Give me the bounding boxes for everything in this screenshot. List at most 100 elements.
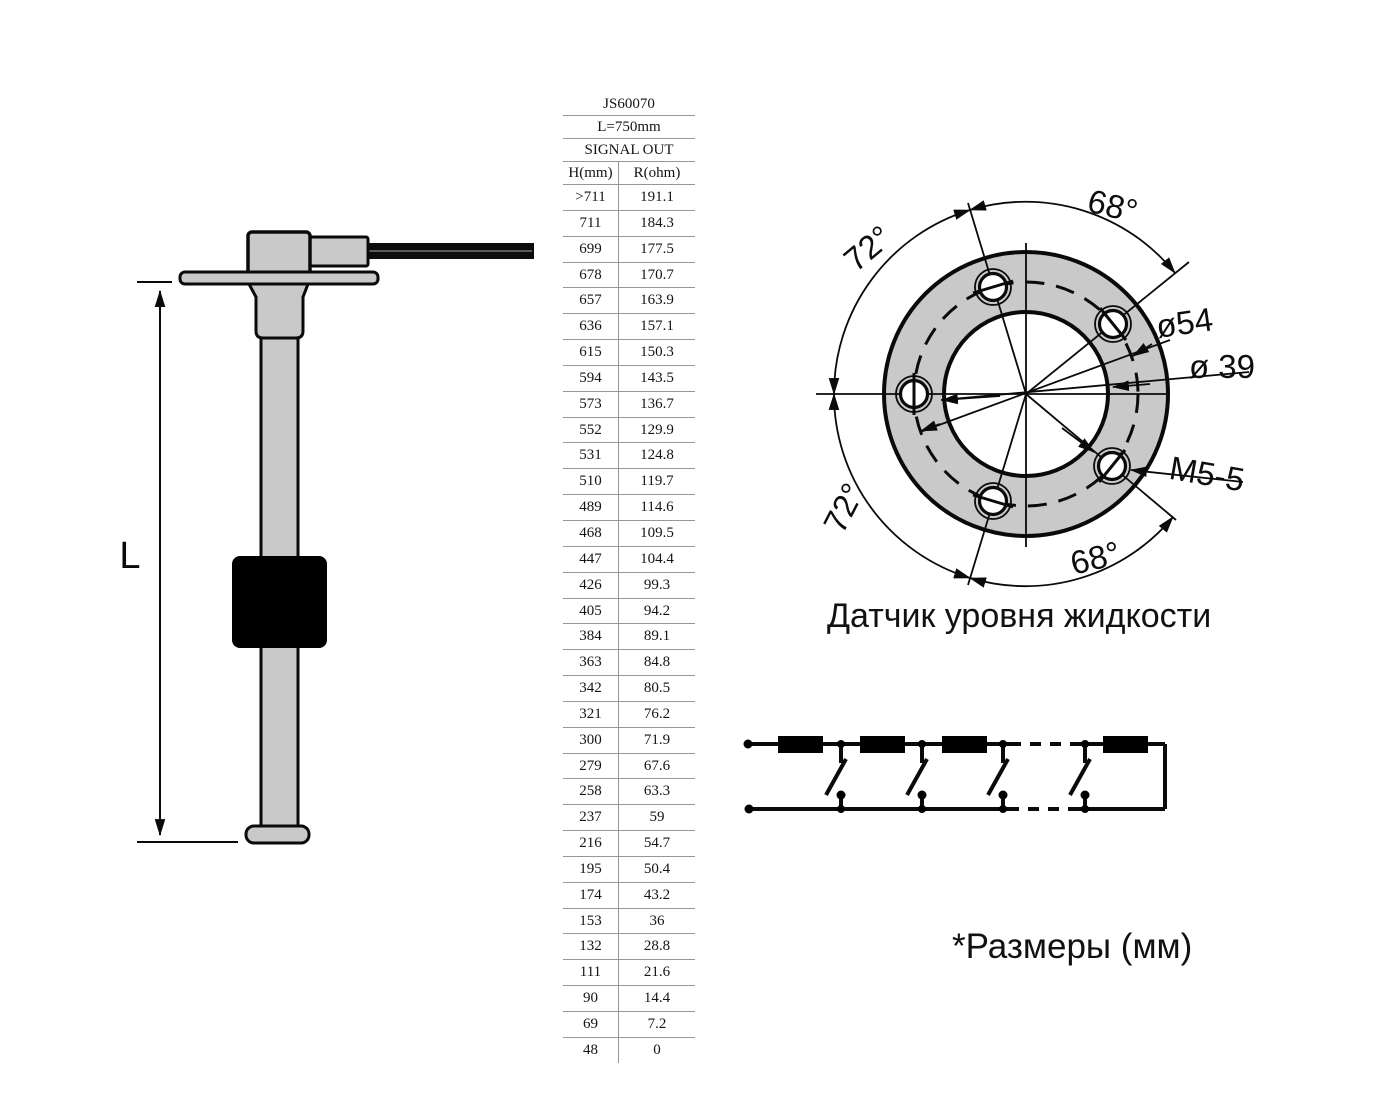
cell-h: 300 [563, 727, 619, 753]
connector [308, 235, 370, 268]
cell-h: 531 [563, 443, 619, 469]
units-note: *Размеры (мм) [952, 927, 1193, 966]
cell-h: 594 [563, 365, 619, 391]
cell-h: 237 [563, 805, 619, 831]
cell-r: 119.7 [640, 473, 674, 490]
cell-h: 510 [563, 469, 619, 495]
cell-h: 48 [563, 1037, 619, 1063]
cell-h: 711 [563, 210, 619, 236]
reed-switch [824, 740, 848, 813]
cell-r: 99.3 [643, 576, 671, 593]
cell-r: 143.5 [640, 369, 674, 386]
bottom-cap [244, 824, 311, 845]
cell-r: 163.9 [640, 292, 674, 309]
bolt-hole [1094, 305, 1132, 343]
cell-r: 54.7 [643, 835, 671, 852]
cell-r: 80.5 [643, 680, 671, 697]
table-row: 195 50.4 [563, 856, 695, 883]
cell-r: 177.5 [640, 240, 674, 257]
cell-r: 124.8 [640, 447, 674, 464]
dimension-l [137, 281, 238, 843]
cell-r: 104.4 [640, 550, 674, 567]
cell-h: 552 [563, 417, 619, 443]
terminal-dot [743, 739, 753, 749]
resistor [1103, 736, 1148, 753]
cell-h: 426 [563, 572, 619, 598]
cell-r: 43.2 [643, 886, 671, 903]
table-row: 426 99.3 [563, 572, 695, 599]
dimension-l-label: L [119, 535, 140, 577]
cell-h: 90 [563, 986, 619, 1011]
cell-r: 170.7 [640, 266, 674, 283]
cell-r: 191.1 [640, 189, 674, 205]
cell-h: 636 [563, 314, 619, 340]
angle-label-top-left: 72° [837, 218, 899, 278]
cell-h: 153 [563, 908, 619, 934]
resistor [778, 736, 823, 753]
table-row: 711 184.3 [563, 210, 695, 237]
cell-r: 136.7 [640, 395, 674, 412]
dia-label-bolt-circle: ø54 [1154, 300, 1215, 345]
table-signal: SIGNAL OUT [563, 139, 695, 162]
reed-switch [986, 740, 1010, 813]
table-row: 552 129.9 [563, 417, 695, 444]
cell-r: 89.1 [643, 628, 671, 645]
table-row: 237 59 [563, 805, 695, 832]
cell-r: 109.5 [640, 524, 674, 541]
cell-h: 573 [563, 391, 619, 417]
bolt-holes [895, 268, 1132, 520]
float [232, 556, 327, 648]
table-row: 573 136.7 [563, 391, 695, 418]
cell-h: 489 [563, 495, 619, 520]
table-column-headers: H(mm) R(ohm) [563, 162, 695, 185]
flange-plate [178, 270, 380, 286]
cell-h: 699 [563, 236, 619, 262]
cell-h: 195 [563, 856, 619, 882]
dimension-arcs [828, 200, 1176, 588]
resistors [778, 736, 1148, 753]
cell-r: 59 [649, 809, 665, 826]
column-header-h: H(mm) [563, 162, 619, 184]
cell-r: 76.2 [643, 705, 671, 722]
cell-h: 69 [563, 1012, 619, 1037]
product-title: Датчик уровня жидкости [827, 597, 1212, 635]
cell-r: 63.3 [643, 783, 671, 800]
table-row: 468 109.5 [563, 520, 695, 547]
table-length: L=750mm [563, 116, 695, 139]
bolt-hole [1093, 447, 1131, 485]
reed-switch [1068, 740, 1092, 813]
neck [246, 282, 311, 340]
cell-h: 363 [563, 650, 619, 676]
cell-r: 129.9 [640, 421, 674, 438]
signal-table: JS60070 L=750mm SIGNAL OUT H(mm) R(ohm) … [563, 93, 695, 1063]
cell-h: 111 [563, 960, 619, 986]
table-row: 510 119.7 [563, 469, 695, 496]
cell-h: 615 [563, 340, 619, 365]
table-row: 678 170.7 [563, 262, 695, 289]
cell-h: 321 [563, 701, 619, 727]
flange-bolt-pattern: 68° 72° 72° 68° ø54 ø 39 M5-5 [816, 182, 1255, 588]
cell-r: 94.2 [643, 602, 671, 619]
table-row: 699 177.5 [563, 236, 695, 263]
bolt-hole [972, 482, 1014, 520]
sensor-side-view: L [119, 230, 534, 845]
bolt-hole [895, 373, 933, 415]
cell-h: 678 [563, 262, 619, 288]
cell-r: 114.6 [640, 499, 674, 516]
cell-h: 468 [563, 520, 619, 546]
cell-r: 50.4 [643, 860, 671, 877]
circuit-diagram [743, 736, 1167, 814]
cell-r: 184.3 [640, 214, 674, 231]
